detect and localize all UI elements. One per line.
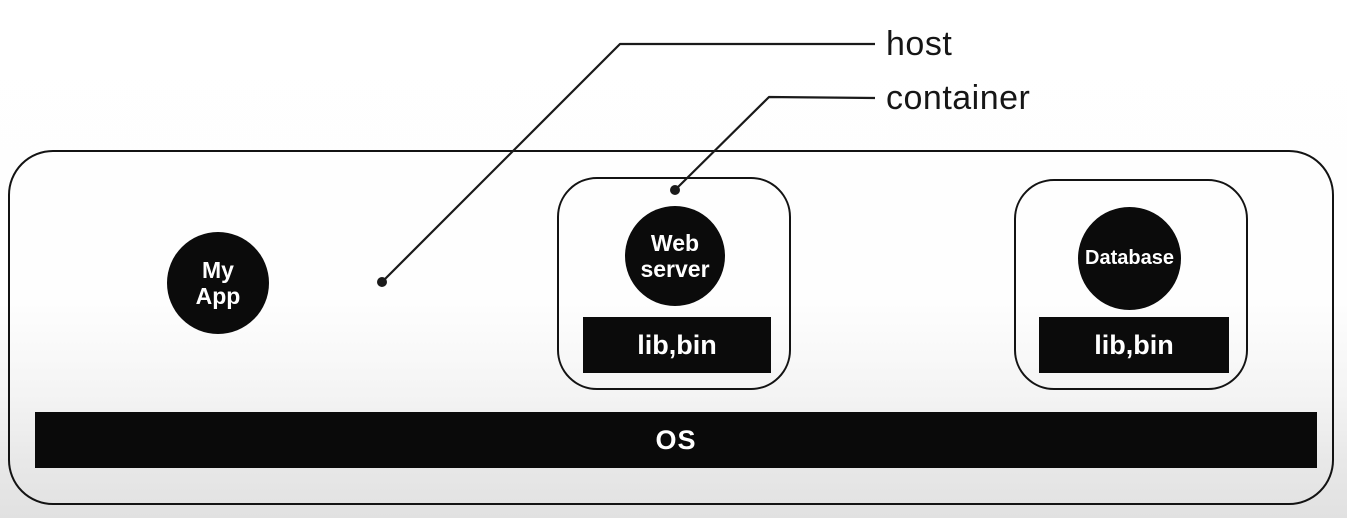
container-label: container [886, 79, 1031, 117]
os-bar: OS [35, 412, 1317, 468]
database-node: Database [1078, 207, 1181, 310]
container-box-webserver: Web server lib,bin [557, 177, 791, 390]
webserver-libbin-bar: lib,bin [583, 317, 771, 373]
webserver-node: Web server [625, 206, 725, 306]
database-libbin-bar: lib,bin [1039, 317, 1229, 373]
my-app-node: My App [167, 232, 269, 334]
host-label: host [886, 25, 953, 63]
container-box-database: Database lib,bin [1014, 179, 1248, 390]
